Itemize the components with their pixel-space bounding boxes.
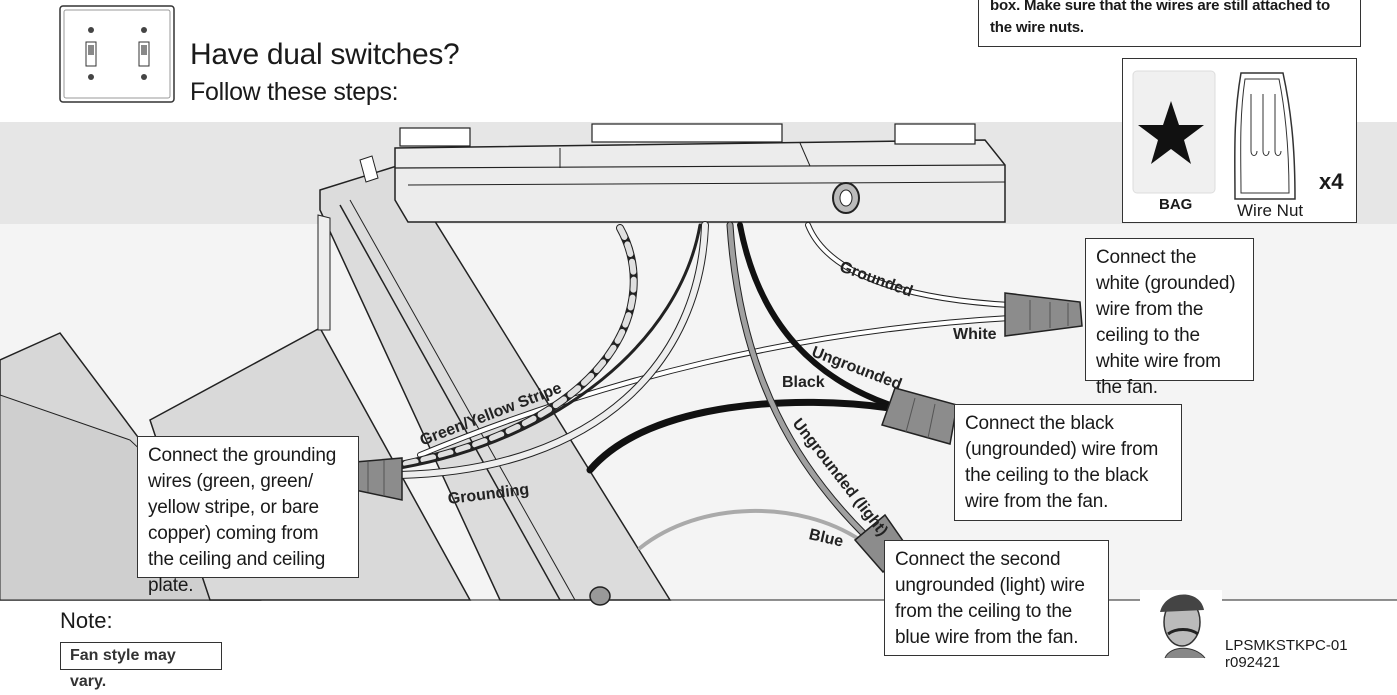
top-note-box: box. Make sure that the wires are still … bbox=[978, 0, 1361, 47]
document-code: LPSMKSTKPC-01 r092421 bbox=[1225, 637, 1348, 671]
dual-switch-plate-icon bbox=[59, 5, 175, 103]
wire-nut-quantity: x4 bbox=[1319, 169, 1344, 194]
note-box: Fan style may vary. bbox=[60, 642, 222, 690]
callout-grounding-wires: Connect the grounding wires (green, gree… bbox=[137, 436, 359, 596]
wires bbox=[396, 221, 1013, 550]
mascot-icon bbox=[1140, 590, 1222, 660]
parts-panel: BAG Wire Nut x4 bbox=[1122, 58, 1357, 223]
star-icon bbox=[1138, 101, 1204, 164]
callout-black-wire: Connect the black (ungrounded) wire from… bbox=[954, 404, 1182, 521]
bag-label: BAG bbox=[1159, 196, 1193, 213]
wire-nut-icon bbox=[1234, 72, 1296, 200]
note-heading: Note: bbox=[60, 608, 113, 633]
wire-nut-white bbox=[1004, 292, 1083, 337]
wire-nut-black bbox=[881, 387, 958, 445]
page-title: Have dual switches? bbox=[190, 38, 460, 71]
callout-light-wire: Connect the second ungrounded (light) wi… bbox=[884, 540, 1109, 656]
label-white: White bbox=[953, 326, 997, 343]
callout-white-wire: Connect the white (grounded) wire from t… bbox=[1085, 238, 1254, 398]
ceiling-box bbox=[394, 123, 1006, 223]
page-subtitle: Follow these steps: bbox=[190, 78, 399, 106]
wire-nut-label: Wire Nut bbox=[1237, 201, 1304, 220]
label-black: Black bbox=[782, 374, 825, 391]
